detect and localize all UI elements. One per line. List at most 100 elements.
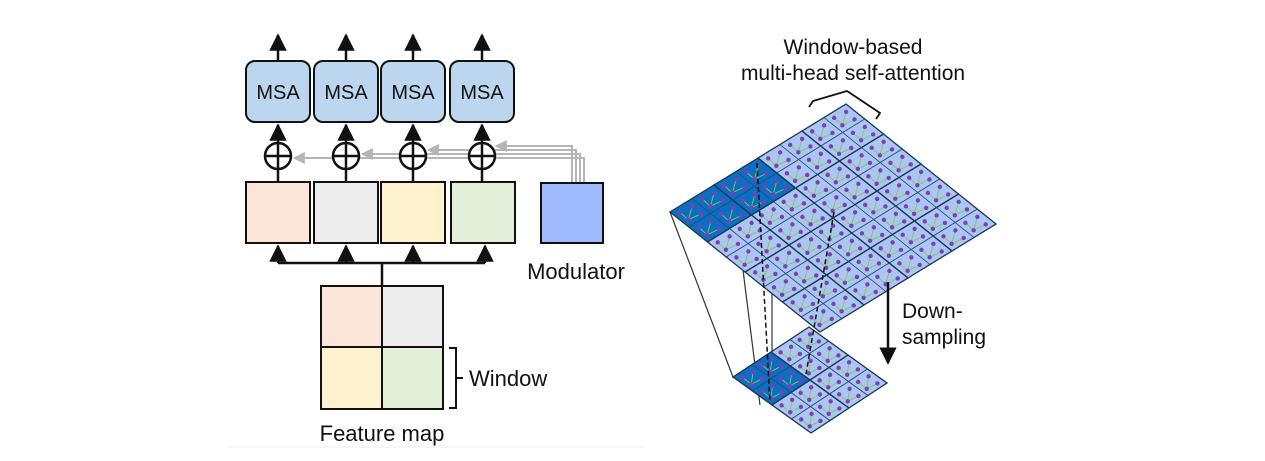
feature-map-window-1 [321, 286, 382, 347]
token-dot [826, 411, 831, 417]
token-dot [878, 168, 883, 173]
token-dot [889, 225, 895, 230]
token-dot [915, 183, 920, 188]
token-dot [862, 202, 868, 208]
token-dot [761, 277, 766, 283]
left-panel: Modulator [228, 33, 645, 448]
token-dot [787, 357, 792, 362]
token-dot [769, 357, 775, 362]
token-dot [856, 393, 861, 399]
token-dot [752, 270, 758, 275]
token-dot [883, 204, 888, 209]
token-dot [817, 322, 822, 328]
token-dot [726, 219, 732, 224]
msa-block-1: MSA [245, 60, 311, 123]
token-dot [801, 279, 807, 284]
token-dot [696, 225, 702, 230]
token-dot [818, 136, 823, 142]
token-dot [773, 271, 778, 277]
branch-box-3 [380, 181, 446, 244]
token-dot [912, 226, 917, 232]
sum-node-4 [467, 141, 497, 171]
token-dot [828, 144, 834, 149]
token-dot [708, 219, 714, 224]
token-dot [898, 247, 904, 253]
token-dot [798, 390, 803, 396]
token-dot [900, 154, 905, 160]
token-dot [839, 231, 844, 236]
token-dot [878, 246, 883, 251]
token-dot [888, 160, 893, 166]
token-dot [754, 256, 759, 262]
token-dot [764, 264, 770, 269]
token-dot [789, 397, 795, 403]
msa-label-1: MSA [256, 82, 300, 104]
msa-block-2: MSA [313, 60, 379, 123]
token-dot [847, 386, 852, 392]
token-dot [787, 383, 792, 389]
sum-node-1 [263, 141, 293, 171]
token-dot [855, 166, 861, 172]
token-dot [831, 115, 837, 121]
token-dot [902, 219, 907, 224]
token-dot [845, 252, 851, 257]
token-dot [846, 267, 851, 272]
token-dot [827, 346, 832, 351]
token-dot [919, 247, 924, 253]
token-dot [793, 271, 799, 277]
feature-map-connectors [269, 244, 494, 286]
token-dot [826, 385, 831, 390]
token-dot [734, 255, 739, 260]
token-dot [849, 238, 855, 244]
token-dot [836, 392, 842, 397]
token-dot [836, 365, 841, 371]
token-dot [798, 229, 803, 235]
token-dot [852, 195, 857, 200]
token-dot [774, 178, 780, 184]
token-dot [800, 214, 805, 220]
token-dot [720, 198, 725, 203]
token-dot [837, 244, 843, 250]
token-dot [756, 241, 761, 247]
token-dot [880, 232, 885, 238]
token-dot [764, 171, 769, 176]
token-dot [789, 371, 794, 376]
token-dot [861, 217, 866, 223]
token-dot [853, 288, 858, 293]
token-dot [953, 228, 958, 233]
token-dot [856, 259, 861, 265]
token-dot [864, 386, 869, 392]
token-dot [831, 301, 836, 307]
token-dot [886, 175, 891, 181]
token-dot [893, 211, 899, 217]
token-dot [931, 241, 936, 247]
downsampling-label-line2: sampling [902, 326, 986, 349]
token-dot [927, 255, 932, 260]
token-dot [787, 142, 793, 148]
token-dot [920, 234, 926, 239]
token-dot [788, 410, 793, 415]
token-dot [893, 196, 898, 202]
token-dot [805, 265, 811, 271]
token-dot [855, 379, 861, 385]
feature-map-window-2 [382, 286, 443, 347]
token-dot [817, 244, 822, 250]
token-dot [806, 371, 811, 376]
token-dot [869, 145, 874, 151]
token-dot [850, 130, 856, 136]
token-dot [839, 309, 844, 314]
token-dot [866, 374, 871, 379]
right-panel: Window-based multi-head self-attention D… [668, 36, 998, 434]
token-dot [740, 375, 745, 380]
token-dot [845, 372, 850, 378]
token-dot [858, 246, 863, 251]
token-dot [827, 159, 832, 164]
token-dot [749, 220, 754, 226]
downsampling-label-line1: Down- [902, 300, 963, 323]
token-dot [815, 258, 821, 263]
branch-box-2 [313, 181, 379, 244]
token-dot [917, 262, 922, 268]
token-dot [750, 369, 756, 375]
token-dot [873, 289, 878, 295]
top-level-grid [668, 103, 998, 333]
